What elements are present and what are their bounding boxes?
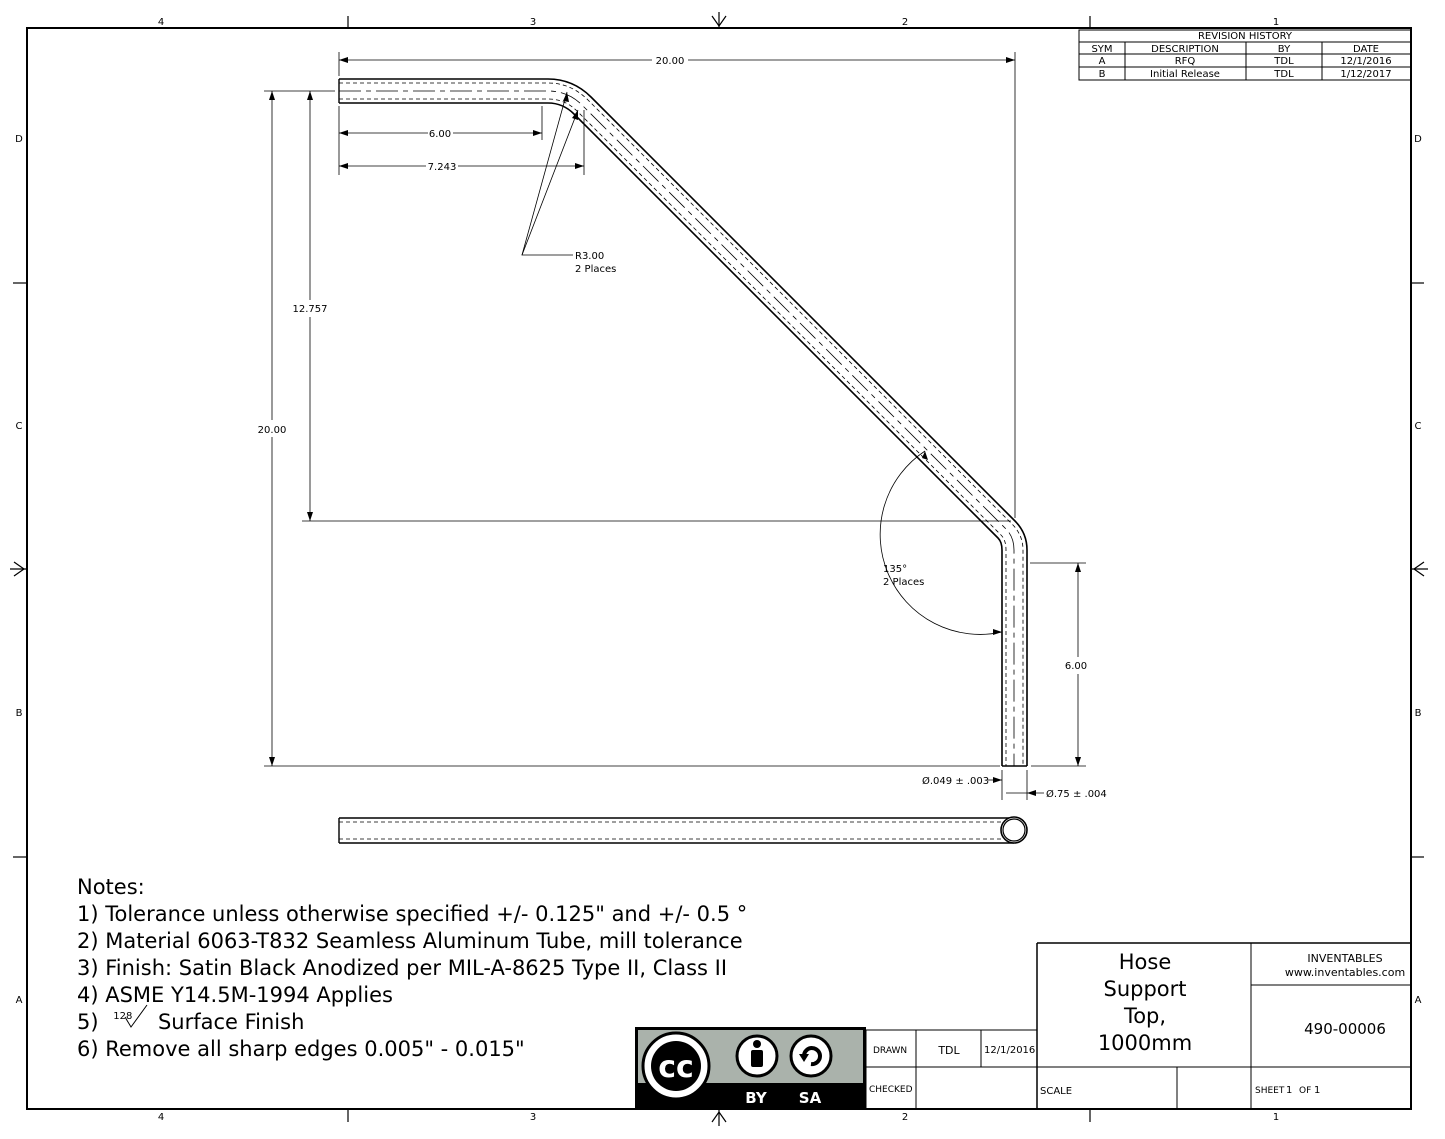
revision-history-table: REVISION HISTORY SYM DESCRIPTION BY DATE… [1078, 29, 1412, 81]
note-2: 2) Material 6063-T832 Seamless Aluminum … [77, 929, 743, 953]
tube-end-outer [1000, 816, 1028, 844]
zone-col-3-bottom: 3 [530, 1112, 536, 1123]
of-label: OF [1299, 1086, 1311, 1096]
note-5-prefix: 5) [77, 1010, 99, 1034]
tube-hidden-inner [339, 98, 1007, 766]
note-4: 4) ASME Y14.5M-1994 Applies [77, 983, 393, 1007]
checked-label: CHECKED [869, 1085, 913, 1095]
zone-row-a-right: A [1415, 995, 1422, 1006]
rev-row-b-date: 1/12/2017 [1340, 69, 1391, 80]
centering-marks [10, 12, 1428, 1126]
company-info: INVENTABLES www.inventables.com [1252, 952, 1438, 980]
dim-bend-angle: 135° [883, 564, 907, 575]
dim-bend-angle-note: 2 Places [883, 577, 924, 588]
dim-straight-length: 6.00 [429, 129, 451, 140]
title-line-2: Support [1103, 977, 1187, 1001]
dimension-lines [264, 52, 1086, 800]
surface-finish-value: 128 [113, 1011, 133, 1022]
license-by-label: BY [745, 1089, 768, 1107]
title-block [865, 942, 1411, 1109]
dim-outer-diameter: Ø.75 ± .004 [1046, 788, 1107, 800]
company-website: www.inventables.com [1284, 966, 1406, 979]
zone-row-d-right: D [1414, 134, 1422, 145]
zone-col-2-top: 2 [902, 17, 908, 28]
note-1: 1) Tolerance unless otherwise specified … [77, 902, 748, 926]
note-3: 3) Finish: Satin Black Anodized per MIL-… [77, 956, 728, 980]
zone-row-b-left: B [16, 708, 23, 719]
dim-overall-height: 20.00 [258, 425, 287, 436]
drawn-label: DRAWN [873, 1046, 907, 1056]
dim-leg-length: 6.00 [1065, 661, 1087, 672]
rev-row-a-by: TDL [1273, 56, 1294, 67]
notes-heading: Notes: [77, 875, 145, 899]
rev-header-description: DESCRIPTION [1151, 44, 1219, 55]
share-alike-icon [789, 1034, 833, 1078]
tube-end-inner [1002, 818, 1026, 842]
zone-row-c-left: C [16, 421, 23, 432]
company-name: INVENTABLES [1307, 952, 1383, 965]
note-5-text: Surface Finish [157, 1010, 305, 1034]
title-line-3: Top, [1123, 1004, 1167, 1028]
surface-finish-check-icon [124, 1004, 148, 1028]
rev-header-sym: SYM [1091, 44, 1112, 55]
zone-col-3-top: 3 [530, 17, 536, 28]
rev-row-b-description: Initial Release [1150, 69, 1220, 80]
part-number: 490-00006 [1304, 1020, 1386, 1038]
dim-bend-radius-note: 2 Places [575, 264, 616, 275]
cc-license-badge: cc BY SA [635, 1027, 866, 1109]
tube-outer-wall [339, 78, 1028, 766]
sheet-label: SHEET [1255, 1086, 1285, 1096]
scale-label: SCALE [1040, 1086, 1072, 1097]
drawing-notes: Notes: 1) Tolerance unless otherwise spe… [77, 874, 747, 1063]
title-line-4: 1000mm [1097, 1031, 1193, 1055]
zone-col-4-top: 4 [158, 17, 164, 28]
rev-row-a-description: RFQ [1175, 56, 1196, 67]
zone-col-2-bottom: 2 [902, 1112, 908, 1123]
drawn-date: 12/1/2016 [984, 1045, 1035, 1056]
license-sa-label: SA [799, 1089, 822, 1107]
sheet-number: 1 [1286, 1085, 1292, 1096]
bent-tube-front-view [338, 78, 1028, 767]
note-5: 5) 128 Surface Finish [77, 1004, 747, 1036]
rev-header-date: DATE [1353, 44, 1379, 55]
surface-finish-symbol: 128 [105, 1004, 151, 1031]
zone-row-a-left: A [16, 995, 23, 1006]
rev-header-by: BY [1278, 44, 1291, 55]
drawn-by: TDL [937, 1044, 960, 1057]
dimension-arrows [269, 57, 1081, 796]
zone-col-1-top: 1 [1273, 17, 1279, 28]
note-6: 6) Remove all sharp edges 0.005" - 0.015… [77, 1037, 525, 1061]
sheet-total: 1 [1314, 1085, 1320, 1096]
cc-logo-text: cc [658, 1050, 694, 1085]
rev-row-b-sym: B [1099, 69, 1106, 80]
dim-overall-width: 20.00 [656, 56, 685, 67]
drawing-title: Hose Support Top, 1000mm [1040, 949, 1250, 1057]
rev-row-a-sym: A [1099, 56, 1106, 67]
zone-ticks [13, 16, 1424, 1122]
dim-tangent-length: 7.243 [428, 162, 457, 173]
tube-hidden-outer [339, 82, 1024, 766]
title-line-1: Hose [1118, 950, 1172, 974]
tube-centerline [339, 90, 1015, 766]
rev-row-b-by: TDL [1273, 69, 1294, 80]
zone-row-b-right: B [1415, 708, 1422, 719]
dim-bend-radius: R3.00 [575, 251, 604, 262]
zone-col-4-bottom: 4 [158, 1112, 164, 1123]
tube-inner-wall [339, 102, 1003, 766]
zone-row-d-left: D [15, 134, 23, 145]
zone-col-1-bottom: 1 [1273, 1112, 1279, 1123]
revision-history-title: REVISION HISTORY [1198, 31, 1293, 42]
zone-row-c-right: C [1415, 421, 1422, 432]
dim-vertical-offset: 12.757 [293, 304, 328, 315]
rev-row-a-date: 12/1/2016 [1340, 56, 1391, 67]
tube-side-view [338, 816, 1028, 844]
dim-wall-thickness: Ø.049 ± .003 [922, 775, 989, 787]
